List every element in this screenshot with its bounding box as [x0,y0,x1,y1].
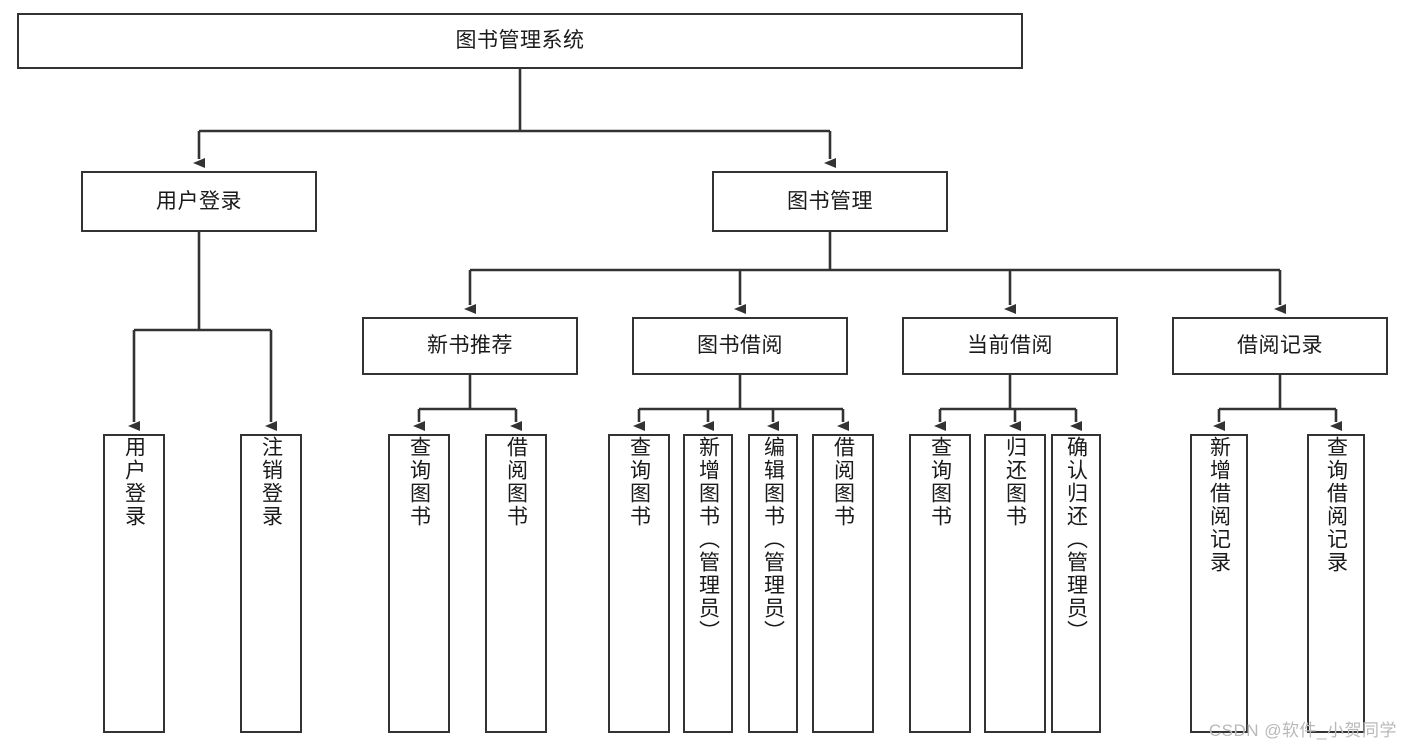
node-label: 借阅记录 [1237,334,1323,358]
node-label: 确认归还（管理员） [1064,436,1088,643]
node-label: 借阅图书 [504,436,528,528]
node-label: 新增借阅记录 [1207,436,1231,574]
node-leaf-borrow-book-1: 借阅图书 [485,434,547,733]
node-book-manage: 图书管理 [712,171,948,232]
node-leaf-query-book-1: 查询图书 [388,434,450,733]
node-borrow-record: 借阅记录 [1172,317,1388,375]
node-label: 图书借阅 [697,334,783,358]
node-label: 归还图书 [1003,436,1027,528]
node-leaf-add-record: 新增借阅记录 [1190,434,1248,733]
node-new-book-recommend: 新书推荐 [362,317,578,375]
node-user-login: 用户登录 [81,171,317,232]
node-leaf-query-book-3: 查询图书 [909,434,971,733]
node-label: 查询借阅记录 [1324,436,1348,574]
node-label: 图书管理系统 [455,29,585,53]
node-label: 编辑图书（管理员） [761,436,785,643]
node-label: 注销登录 [259,436,283,528]
node-label: 当前借阅 [967,334,1053,358]
node-label: 用户登录 [122,436,146,528]
node-label: 查询图书 [928,436,952,528]
node-leaf-user-login: 用户登录 [103,434,165,733]
node-leaf-return-book: 归还图书 [984,434,1046,733]
node-leaf-logout-login: 注销登录 [240,434,302,733]
node-label: 查询图书 [627,436,651,528]
node-leaf-confirm-return: 确认归还（管理员） [1051,434,1101,733]
node-label: 图书管理 [787,189,873,213]
node-label: 用户登录 [156,189,242,213]
node-label: 查询图书 [407,436,431,528]
node-leaf-query-book-2: 查询图书 [608,434,670,733]
node-book-borrow: 图书借阅 [632,317,848,375]
node-label: 借阅图书 [831,436,855,528]
watermark-label: CSDN @软件_小贺同学 [1208,721,1397,740]
node-leaf-add-book: 新增图书（管理员） [683,434,733,733]
node-leaf-edit-book: 编辑图书（管理员） [748,434,798,733]
node-leaf-borrow-book-2: 借阅图书 [812,434,874,733]
node-label: 新书推荐 [427,334,513,358]
node-label: 新增图书（管理员） [696,436,720,643]
node-current-borrow: 当前借阅 [902,317,1118,375]
node-leaf-query-record: 查询借阅记录 [1307,434,1365,733]
node-root: 图书管理系统 [17,13,1023,69]
